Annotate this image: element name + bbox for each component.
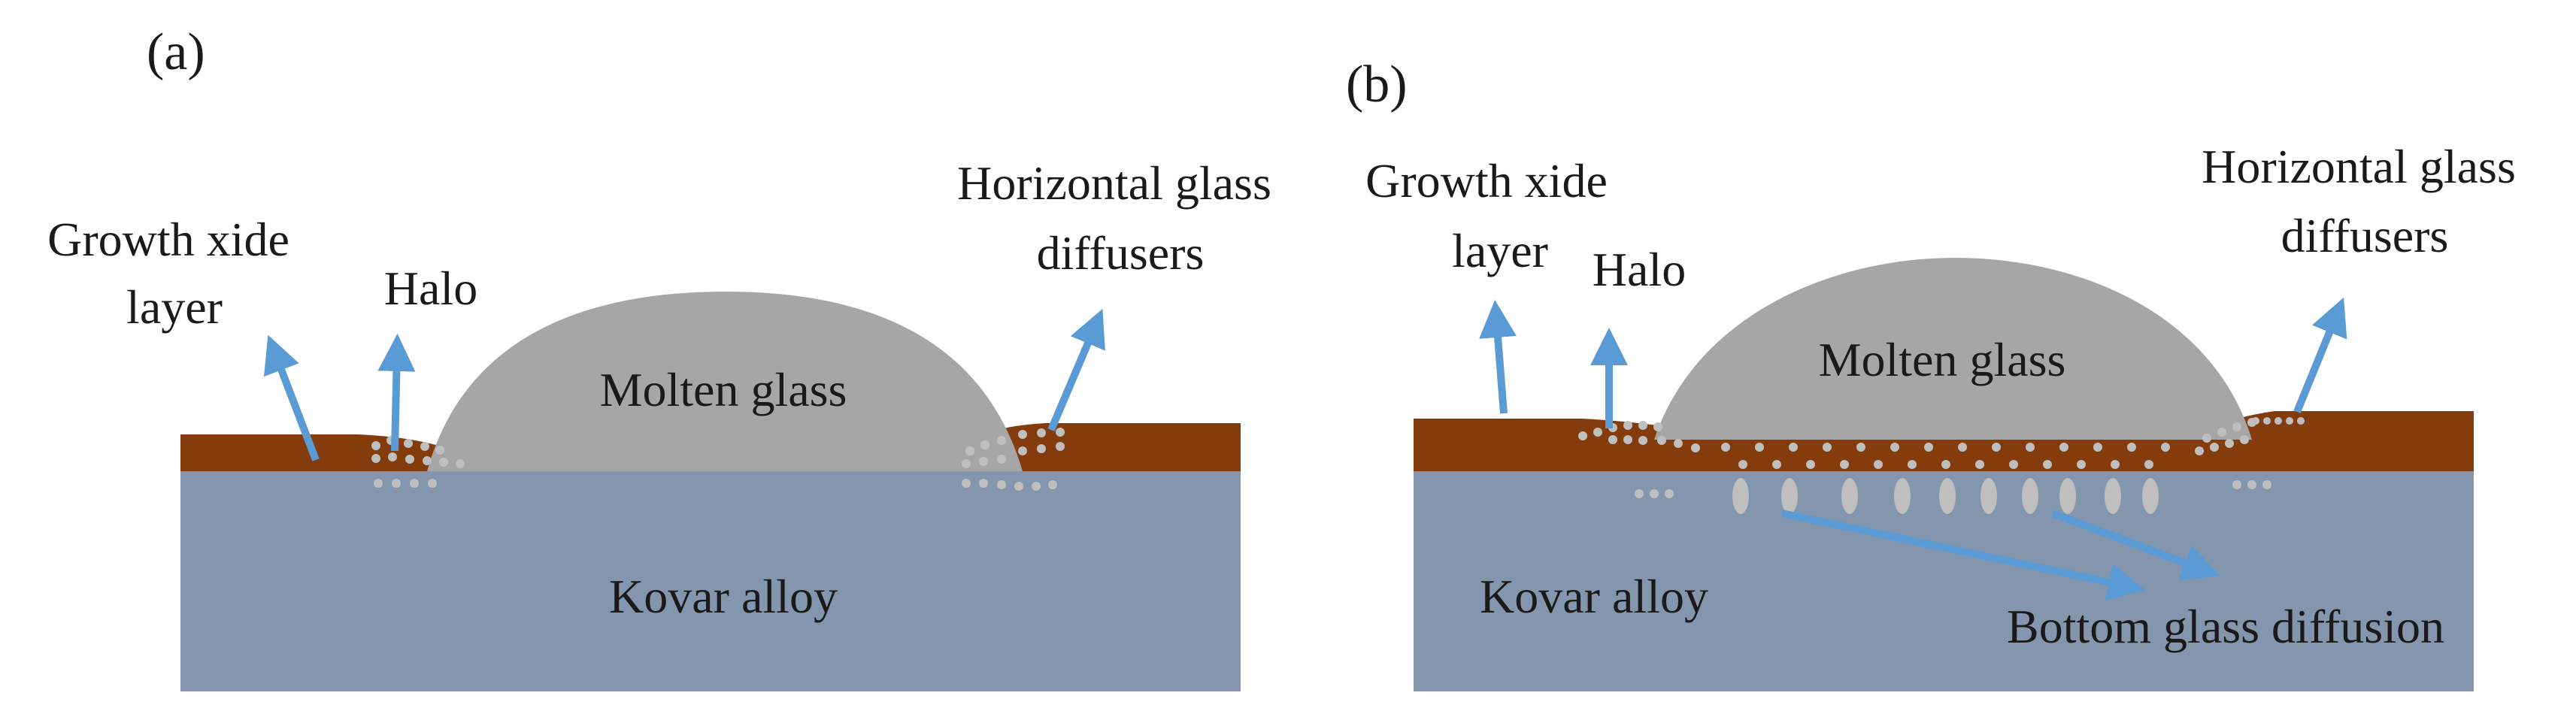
panel-a-substrate <box>180 471 1241 691</box>
panel-b-interface-dots <box>1721 443 2170 469</box>
panel-b-label: (b) <box>1346 56 1408 113</box>
panel-a-molten-glass-label: Molten glass <box>600 363 847 416</box>
panel-a-substrate-label: Kovar alloy <box>609 570 838 623</box>
panel-b-bottom-diffusion-arrow-2 <box>2051 510 2220 581</box>
panel-b-growth-oxide-arrow <box>1479 300 1517 414</box>
panel-b-diffusers-arrow <box>2293 297 2347 413</box>
panel-b-growth-oxide-line-2: layer <box>1452 224 1548 277</box>
panel-b-bottom-diffusion-arrow-1 <box>1780 510 2146 601</box>
panel-a-diffusers-label: Horizontal glass diffusers <box>957 156 1283 280</box>
panel-b-diffusers-line-2: diffusers <box>2281 209 2449 262</box>
panel-a-growth-oxide-line-1: Growth xide <box>47 213 289 266</box>
panel-b-substrate-label: Kovar alloy <box>1480 570 1708 623</box>
panel-a-molten-glass <box>427 292 1023 471</box>
panel-a-oxide-left <box>180 434 492 471</box>
panel-a-growth-oxide-arrow <box>263 334 320 461</box>
panel-a-growth-oxide-line-2: layer <box>126 280 223 334</box>
panel-a-diffusers-line-1: Horizontal glass <box>957 156 1271 210</box>
panel-a-diffusers-arrow <box>1047 308 1105 431</box>
panel-b-halo-dots <box>1578 421 1700 498</box>
panel-b-bottom-diffusion-ellipses <box>1732 478 2159 514</box>
panel-a-diffuser-dots <box>962 428 1065 491</box>
panel-b-halo-label: Halo <box>1593 243 1686 296</box>
panel-a-halo-label: Halo <box>384 262 477 315</box>
panel-a-growth-oxide-label: Growth xide layer <box>47 213 302 334</box>
panel-a-halo-arrow <box>377 334 416 452</box>
panel-b-molten-glass <box>1654 258 2252 440</box>
panel-a: (a) Growth xide layer Halo Hor <box>47 23 1283 691</box>
panel-b-diffusers-label: Horizontal glass diffusers <box>2202 140 2528 262</box>
panel-b-growth-oxide-line-1: Growth xide <box>1365 154 1608 207</box>
panel-a-diffusers-line-2: diffusers <box>1037 226 1205 280</box>
panel-b-molten-glass-label: Molten glass <box>1819 333 2066 386</box>
panel-b-growth-oxide-label: Growth xide layer <box>1365 154 1620 277</box>
panel-b-oxide <box>1414 411 2474 471</box>
panel-b-diffuser-dots <box>2195 417 2305 489</box>
panel-b-bottom-diffusion-label: Bottom glass diffusion <box>2007 600 2444 653</box>
panel-a-label: (a) <box>147 23 205 81</box>
panel-b: (b) <box>1346 56 2528 691</box>
panel-b-diffusers-line-1: Horizontal glass <box>2202 140 2516 193</box>
